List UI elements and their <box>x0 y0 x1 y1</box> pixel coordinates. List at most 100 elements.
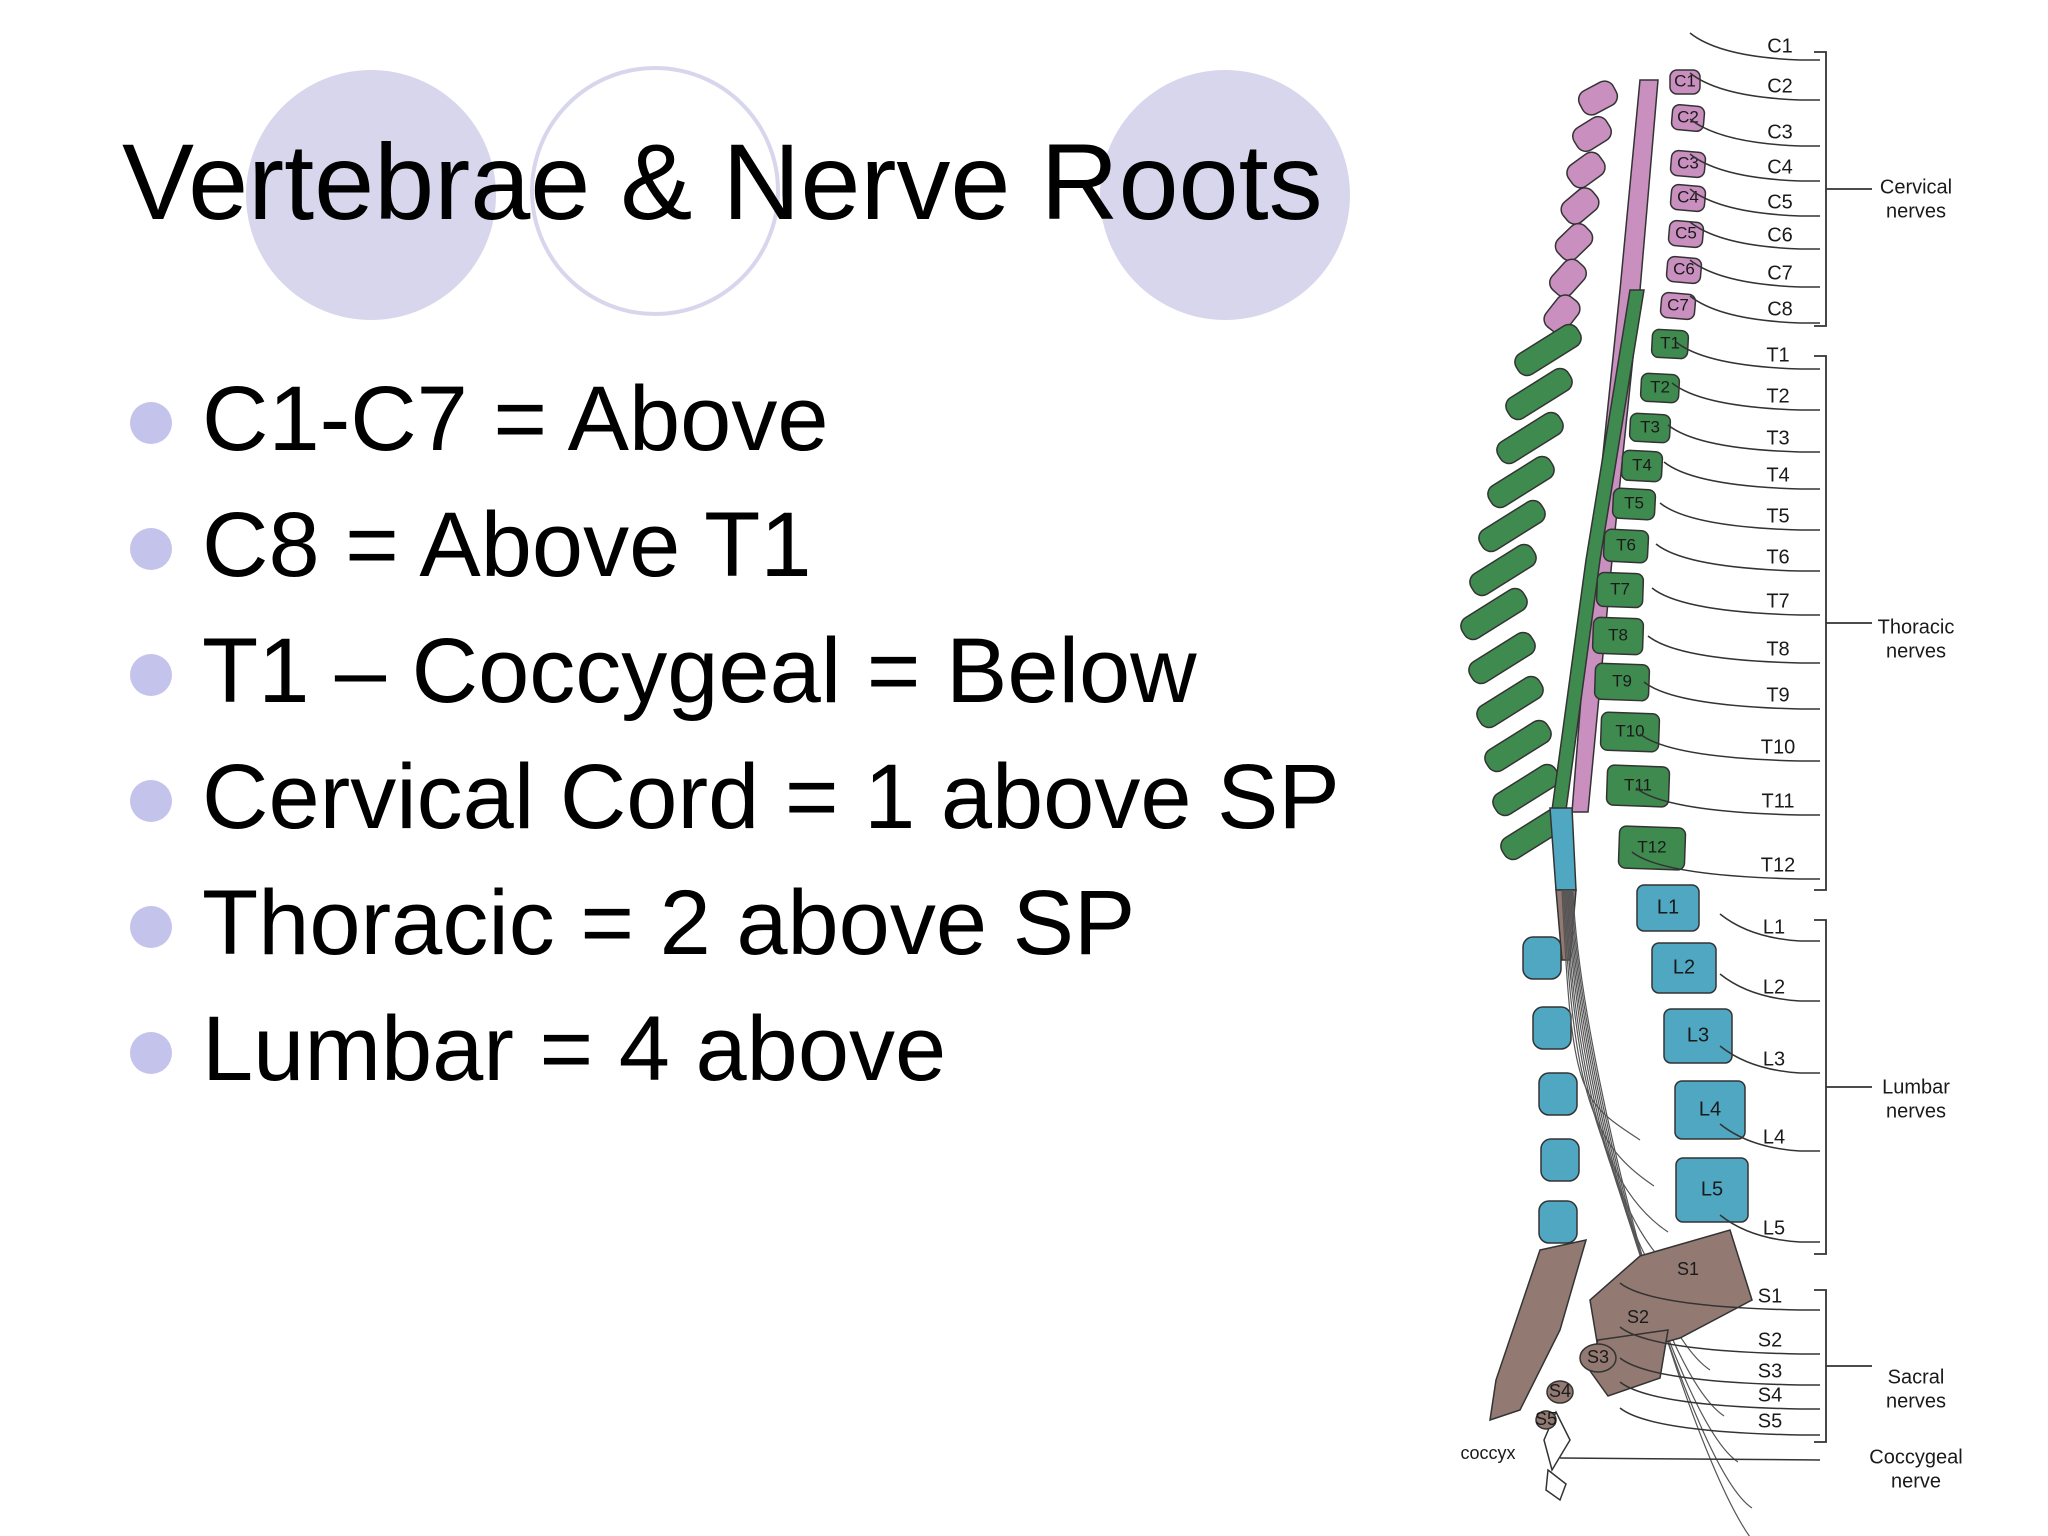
bullet-item: Thoracic = 2 above SP <box>130 860 1340 986</box>
nerve-label: L2 <box>1763 976 1785 998</box>
vertebra-label: L3 <box>1687 1024 1709 1046</box>
bullet-text: Lumbar = 4 above <box>202 998 947 1100</box>
nerve-root-line <box>1647 635 1820 664</box>
slide-title: Vertebrae & Nerve Roots <box>122 121 1323 242</box>
group-bracket <box>1814 919 1872 1255</box>
vertebra-label: C1 <box>1674 71 1696 90</box>
nerve-root-line <box>1689 72 1820 101</box>
nerve-label: S4 <box>1758 1384 1782 1406</box>
vertebra-label: T6 <box>1616 535 1636 554</box>
group-bracket <box>1814 355 1872 891</box>
nerve-label: S2 <box>1758 1329 1782 1351</box>
vertebra-cervical <box>1667 219 1705 249</box>
nerve-label: L3 <box>1763 1048 1785 1070</box>
group-label: Cervical <box>1880 176 1952 198</box>
coccyx-tip <box>1545 1468 1567 1502</box>
spinous-process <box>1538 1072 1578 1116</box>
nerve-label: T5 <box>1766 505 1789 527</box>
nerve-root-line <box>1689 153 1820 182</box>
vertebra-sacral <box>1535 1410 1557 1430</box>
vertebra-thoracic <box>1593 662 1651 702</box>
nerve-root-line <box>1619 1282 1820 1311</box>
vertebra-thoracic <box>1602 528 1650 564</box>
vertebra-label: L4 <box>1699 1098 1721 1120</box>
bullet-text: Cervical Cord = 1 above SP <box>202 746 1340 848</box>
group-label: nerves <box>1886 200 1946 222</box>
group-label: nerves <box>1886 640 1946 662</box>
spinous-process <box>1468 631 1536 685</box>
vertebra-label: T12 <box>1637 837 1666 856</box>
bullet-list: C1-C7 = Above C8 = Above T1 T1 – Coccyge… <box>130 356 1340 1112</box>
nerve-label: C4 <box>1767 156 1793 178</box>
nerve-root-line <box>1619 1357 1820 1386</box>
bullet-dot <box>130 402 172 444</box>
nerve-root-line <box>1635 787 1820 816</box>
decor-circle-outline <box>530 66 780 316</box>
bullet-dot <box>130 654 172 696</box>
spinous-process <box>1460 587 1528 641</box>
spinous-process <box>1572 115 1612 153</box>
nerve-root-line <box>1689 295 1820 324</box>
vertebra-cervical <box>1669 149 1707 179</box>
group-bracket <box>1814 51 1872 327</box>
vertebra-cervical <box>1665 255 1703 285</box>
nerve-root-line <box>1675 341 1820 370</box>
spinous-process <box>1492 763 1560 817</box>
vertebra-lumbar <box>1651 942 1717 994</box>
spinous-process <box>1540 1138 1580 1182</box>
vertebra-label: C6 <box>1673 259 1695 278</box>
vertebra-label: T10 <box>1615 721 1644 740</box>
nerve-label: S3 <box>1758 1360 1782 1382</box>
spinous-process <box>1487 455 1555 509</box>
nerve-root-line <box>1643 681 1820 710</box>
vertebra-sacral <box>1546 1380 1574 1404</box>
nerve-root-line <box>1631 851 1820 880</box>
bullet-text: Thoracic = 2 above SP <box>202 872 1136 974</box>
nerve-root-line <box>1689 221 1820 250</box>
group-label: nerves <box>1886 1390 1946 1412</box>
vertebra-label: T5 <box>1624 493 1644 512</box>
nerve-root-line <box>1667 424 1820 453</box>
spinal-cord-lumbar <box>1549 807 1577 891</box>
group-label: Lumbar <box>1882 1076 1950 1098</box>
vertebra-label: T1 <box>1660 333 1680 352</box>
cauda-equina-strand <box>1563 889 1669 1233</box>
vertebra-lumbar <box>1636 884 1700 932</box>
spinous-process <box>1538 1200 1578 1244</box>
nerve-label: C7 <box>1767 262 1793 284</box>
nerve-label: C5 <box>1767 191 1793 213</box>
nerve-root-line <box>1619 1381 1820 1410</box>
bullet-text: C1-C7 = Above <box>202 368 829 470</box>
vertebra-label: T9 <box>1612 671 1632 690</box>
nerve-label: T7 <box>1766 590 1789 612</box>
nerve-root-line <box>1719 1214 1820 1243</box>
vertebra-thoracic <box>1617 825 1687 871</box>
bullet-dot <box>130 780 172 822</box>
vertebra-thoracic <box>1591 616 1645 656</box>
bullet-text: C8 = Above T1 <box>202 494 812 596</box>
nerve-label: C8 <box>1767 298 1793 320</box>
nerve-root-line <box>1655 543 1820 572</box>
spinous-process <box>1476 675 1544 729</box>
vertebra-thoracic <box>1620 449 1664 483</box>
nerve-label: T10 <box>1761 736 1795 758</box>
nerve-root-line <box>1719 1123 1820 1152</box>
group-label: Coccygeal <box>1869 1446 1962 1468</box>
vertebra-label: L2 <box>1673 956 1695 978</box>
nerve-label: S5 <box>1758 1410 1782 1432</box>
spinous-process <box>1532 1006 1572 1050</box>
bullet-dot <box>130 906 172 948</box>
group-bracket <box>1814 1289 1872 1443</box>
vertebra-cervical <box>1669 183 1707 213</box>
sacrum-upper <box>1589 1229 1753 1361</box>
nerve-label: L5 <box>1763 1217 1785 1239</box>
vertebra-label: S2 <box>1627 1307 1649 1327</box>
nerve-label: T12 <box>1761 854 1795 876</box>
nerve-label: T11 <box>1762 790 1795 812</box>
cauda-equina-strand <box>1569 889 1739 1463</box>
vertebra-cervical <box>1669 69 1701 95</box>
spinous-process <box>1496 411 1564 465</box>
vertebra-label: S5 <box>1535 1409 1557 1429</box>
vertebra-label: S4 <box>1549 1381 1571 1401</box>
bullet-item: Cervical Cord = 1 above SP <box>130 734 1340 860</box>
